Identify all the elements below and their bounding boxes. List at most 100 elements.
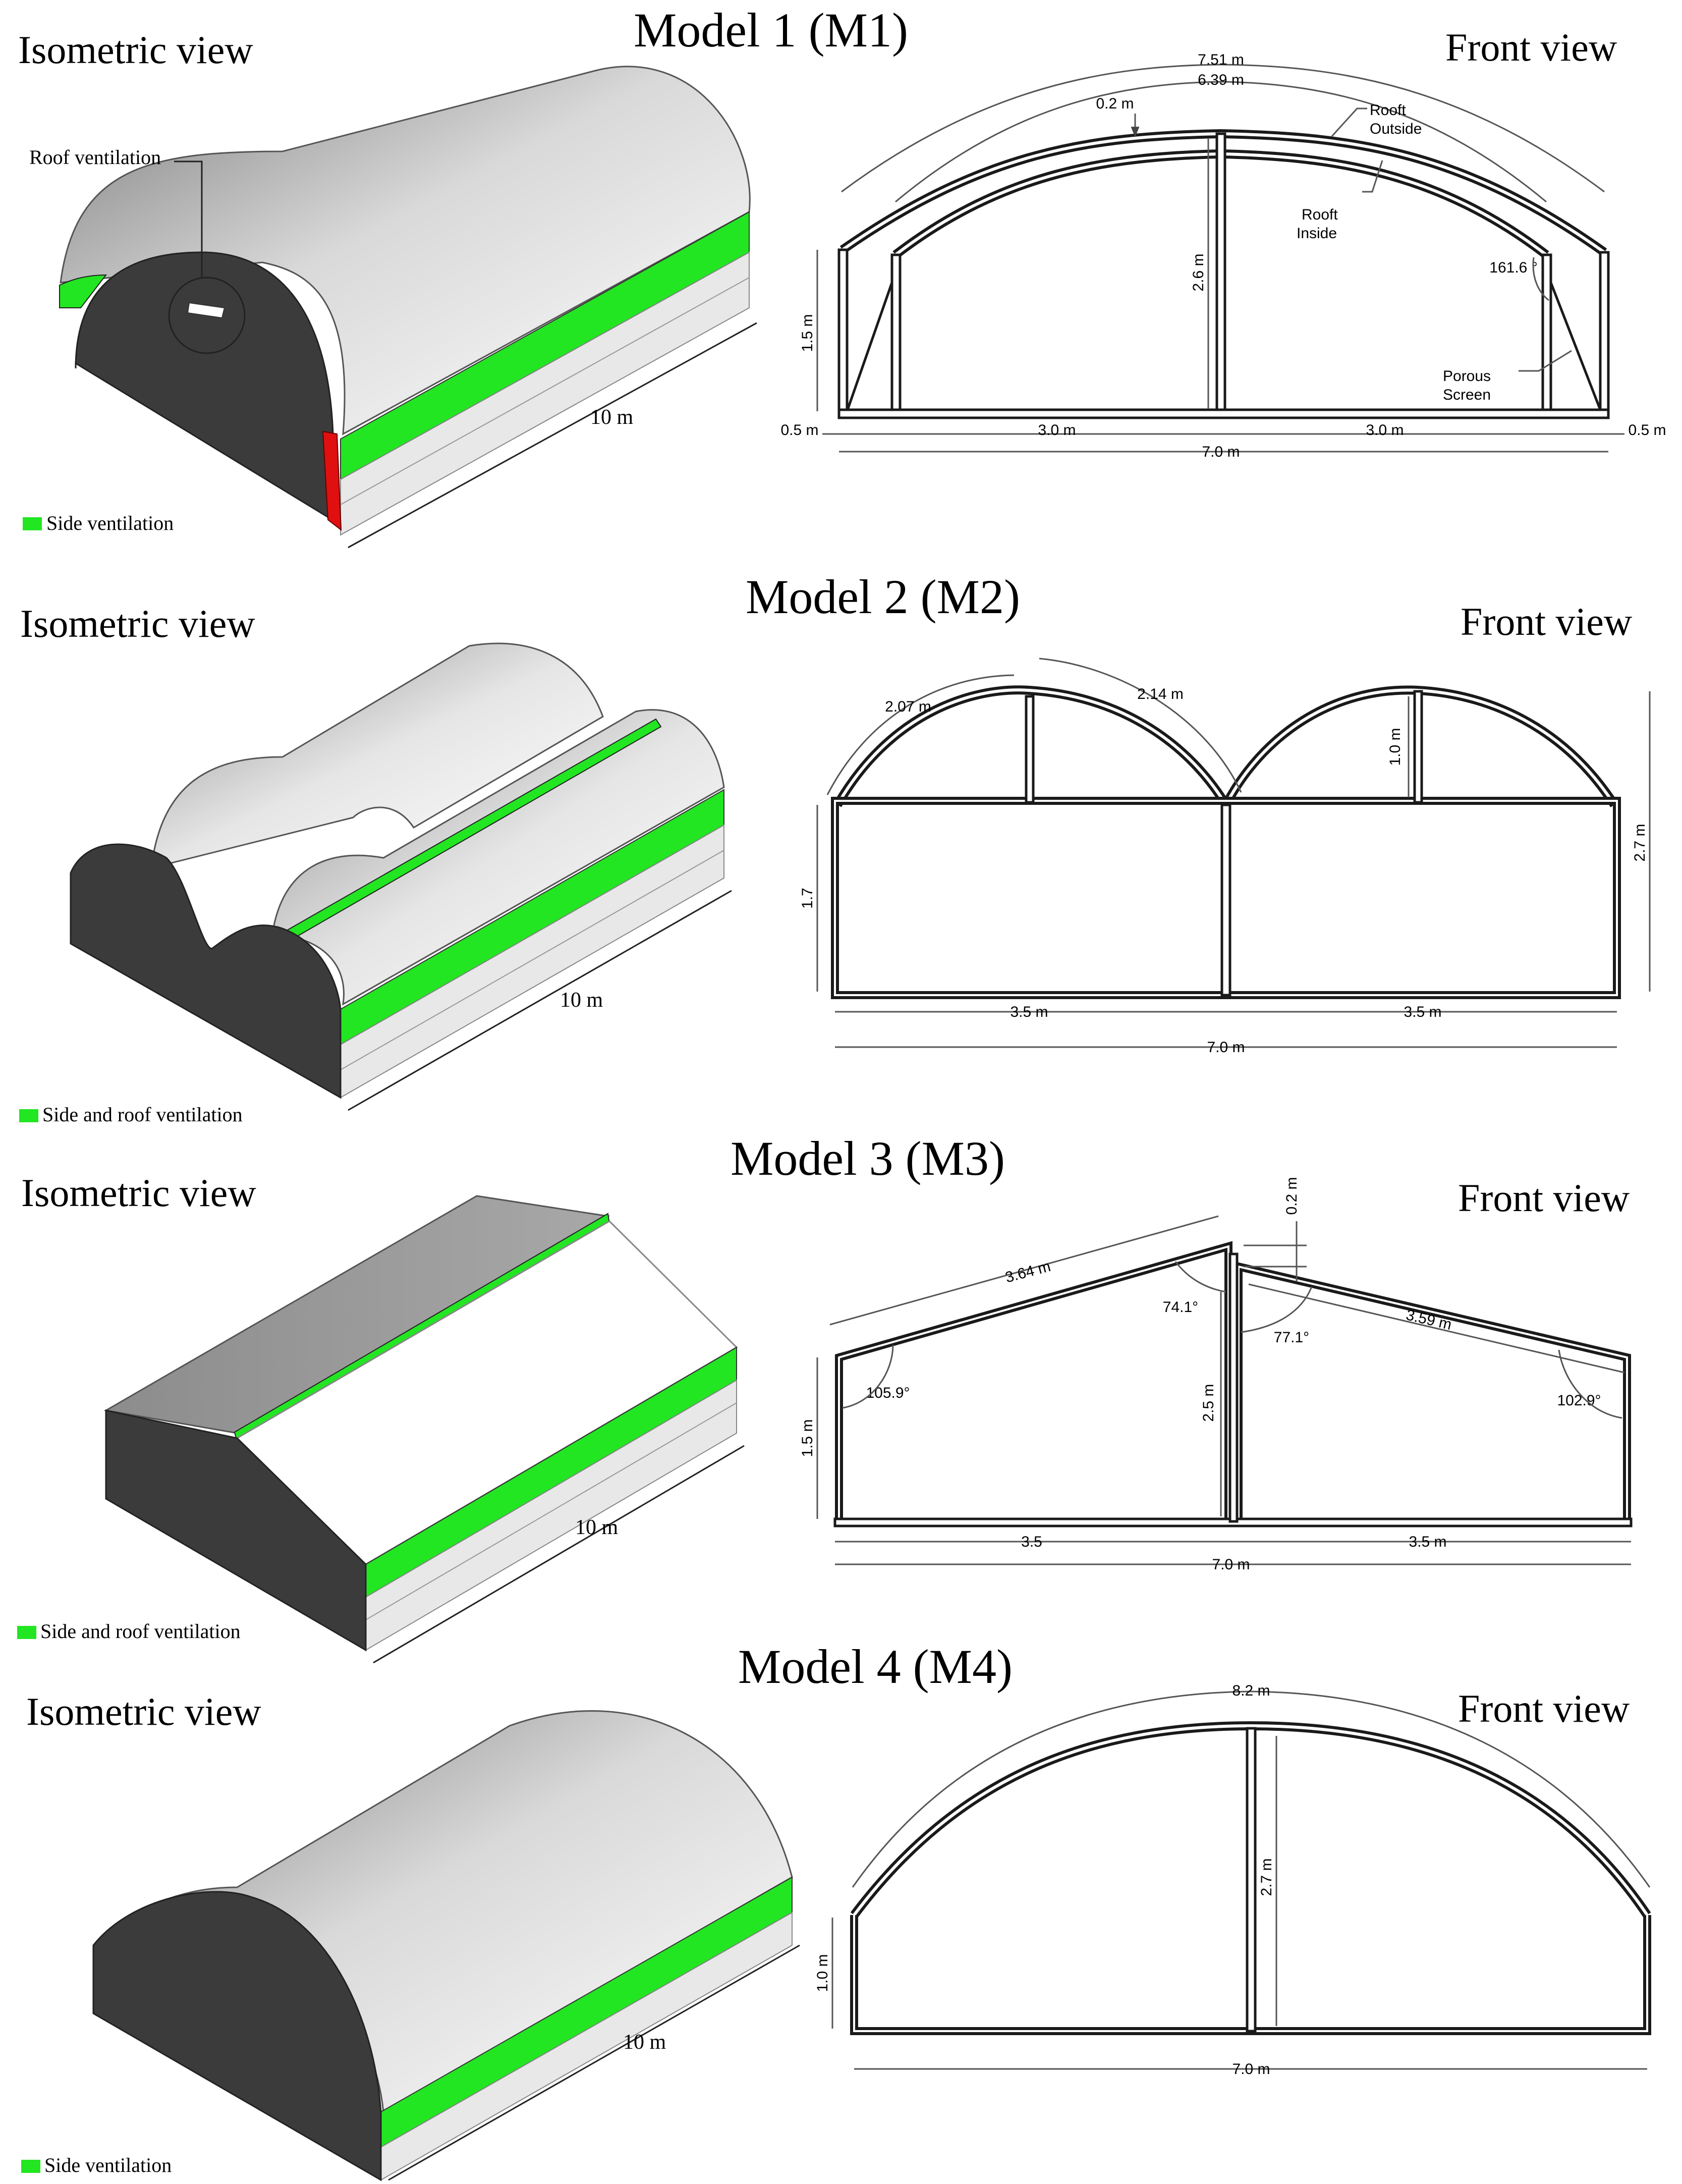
model-1-dim-outer-arc: [841, 64, 1605, 193]
model-3-frame-right-in: [1238, 1265, 1628, 1521]
model-2-left-post: [1025, 695, 1035, 804]
model-3-dim-center-h-label: 2.5 m: [1200, 1384, 1217, 1422]
model-2-dim-arc-l-label: 2.07 m: [885, 698, 931, 715]
model-3-dim-angle-c-arc: [842, 1344, 894, 1409]
model-1-title: Model 1 (M1): [634, 3, 908, 57]
model-1-left-inner-wall: [890, 253, 902, 415]
model-1-dim-angle-arc: [1532, 257, 1549, 301]
model-3-legend-text: Side and roof ventilation: [40, 1620, 241, 1643]
model-3-dim-slope-l: [829, 1215, 1219, 1326]
model-1-dim-gap-label: 0.2 m: [1096, 95, 1134, 112]
model-2-iso-label: Isometric view: [20, 602, 255, 645]
model-2-length-dim: [348, 890, 732, 1111]
model-2-dim-half-l-label: 3.5 m: [1010, 1004, 1048, 1020]
model-3-panel: Model 3 (M3) Isometric view Front view 1…: [17, 1131, 1633, 1664]
svg-text:Inside: Inside: [1297, 225, 1337, 242]
svg-text:Outside: Outside: [1370, 121, 1422, 137]
model-3-side-wall-line: [365, 1402, 737, 1620]
model-1-length-dim: [348, 322, 757, 549]
model-2-dim-width-label: 7.0 m: [1207, 1039, 1245, 1056]
svg-text:Screen: Screen: [1443, 387, 1491, 403]
model-3-front-face: [105, 1409, 367, 1652]
model-1-dim-outer-arc-label: 7.51 m: [1198, 51, 1244, 68]
model-4-dim-center-h-label: 2.7 m: [1258, 1858, 1275, 1896]
model-3-dim-angle-a-arc: [1174, 1261, 1226, 1293]
model-4-panel: Model 4 (M4) Isometric view Front view 1…: [21, 1640, 1651, 2181]
model-3-isometric: 10 m Side and roof ventilation: [17, 1195, 745, 1664]
model-1-side-wall-line: [340, 277, 750, 505]
svg-text:Porous: Porous: [1443, 368, 1491, 385]
model-1-right-inner-wall: [1541, 253, 1552, 415]
model-4-title: Model 4 (M4): [738, 1640, 1013, 1694]
model-4-arch-in: [853, 1724, 1649, 1916]
model-3-dim-half-l-label: 3.5: [1021, 1534, 1042, 1550]
model-3-iso-label: Isometric view: [21, 1171, 256, 1215]
model-4-legend-text: Side ventilation: [44, 2154, 172, 2176]
model-2-dim-arc-r: [1039, 658, 1242, 793]
svg-text:Rooft: Rooft: [1302, 206, 1338, 223]
model-1-left-outer-wall: [837, 248, 849, 415]
model-1-front-view: 7.51 m 6.39 m 0.2 m 2.6 m 1.5 m 161.6 ° …: [780, 51, 1666, 460]
model-3-dim-angle-a-label: 74.1°: [1163, 1299, 1198, 1316]
model-1-roof-vent-callout-circle: [168, 277, 246, 354]
model-1-dim-half-r-label: 3.0 m: [1366, 422, 1404, 439]
model-1-roof: [60, 66, 751, 435]
model-2-front-label: Front view: [1461, 599, 1632, 643]
model-4-dim-arc: [852, 1690, 1651, 1888]
model-1-roof-inside-callout: Rooft Inside: [1297, 160, 1383, 242]
model-2-dim-half-r-label: 3.5 m: [1404, 1004, 1441, 1020]
model-1-dim-wall-h-label: 1.5 m: [799, 314, 816, 352]
model-3-length-dim: [373, 1445, 745, 1664]
model-2-front-view: 2.07 m 2.14 m 1.0 m 1.7 2.7 m 3.5 m 3.5 …: [799, 658, 1651, 1056]
model-2-dim-wall-h-label: 1.7: [799, 888, 816, 909]
model-1-dim-center-h-label: 2.6 m: [1190, 253, 1207, 291]
model-3-front-label: Front view: [1458, 1176, 1630, 1220]
model-3-dim-angle-b-arc: [1241, 1286, 1313, 1333]
model-1-red-edge: [322, 430, 342, 531]
model-3-title: Model 3 (M3): [731, 1131, 1005, 1185]
model-2-dim-gap-label: 1.0 m: [1387, 728, 1404, 766]
model-2-length-label: 10 m: [560, 989, 603, 1012]
model-2-side-wall-line: [340, 850, 724, 1070]
model-1-dim-inner-arc-label: 6.39 m: [1198, 72, 1244, 88]
model-3-dim-half-r-label: 3.5 m: [1409, 1534, 1446, 1550]
model-3-front-view: 3.64 m 3.59 m 0.2 m 74.1° 77.1° 105.9° 1…: [799, 1177, 1633, 1573]
svg-text:Rooft: Rooft: [1370, 102, 1406, 119]
model-1-dim-offset-l-label: 0.5 m: [780, 422, 818, 439]
model-2-roof-front: [271, 709, 725, 1006]
model-1-callout-leader: [174, 160, 203, 278]
model-4-dim-wall-h-label: 1.0 m: [814, 1954, 831, 1992]
model-2-title: Model 2 (M2): [746, 570, 1020, 624]
model-1-porous-screen-left: [846, 282, 893, 410]
model-4-iso-label: Isometric view: [26, 1689, 261, 1733]
model-2-right-post: [1413, 690, 1423, 804]
model-1-iso-label: Isometric view: [18, 28, 253, 72]
model-1-dim-width-label: 7.0 m: [1202, 444, 1240, 460]
model-3-dim-wall-h-label: 1.5 m: [799, 1419, 816, 1457]
model-3-legend-swatch: [17, 1626, 36, 1639]
model-2-dim-arc-r-label: 2.14 m: [1137, 686, 1184, 702]
model-4-front-label: Front view: [1458, 1686, 1630, 1730]
model-1-dim-offset-r-label: 0.5 m: [1628, 422, 1666, 439]
model-2-legend-swatch: [19, 1109, 38, 1122]
model-4-isometric: 10 m Side ventilation: [21, 1710, 800, 2181]
model-4-length-dim: [388, 1944, 800, 2181]
model-1-front-label: Front view: [1445, 25, 1617, 69]
model-3-length-label: 10 m: [575, 1516, 619, 1539]
model-4-dim-width-label: 7.0 m: [1232, 2061, 1270, 2078]
model-2-dim-total-h-label: 2.7 m: [1632, 824, 1648, 861]
model-3-dim-slope-r: [1248, 1283, 1625, 1374]
model-3-frame-outline-in: [838, 1245, 1229, 1521]
model-4-center-post: [1246, 1727, 1257, 2033]
model-1-right-outer-wall: [1599, 251, 1610, 415]
model-1-floor: [837, 408, 1610, 419]
model-3-dim-angle-d-arc: [1558, 1349, 1622, 1419]
model-3-dim-width-label: 7.0 m: [1212, 1556, 1250, 1573]
model-1-roof-vent-label: Roof ventilation: [29, 146, 161, 169]
model-2-center-post: [1220, 803, 1231, 997]
model-3-frame-outline: [835, 1241, 1232, 1521]
model-1-legend-text: Side ventilation: [46, 512, 174, 534]
model-3-dim-angle-c-label: 105.9°: [866, 1385, 910, 1401]
model-4-front-view: 8.2 m 2.7 m 1.0 m 7.0 m: [814, 1682, 1651, 2078]
